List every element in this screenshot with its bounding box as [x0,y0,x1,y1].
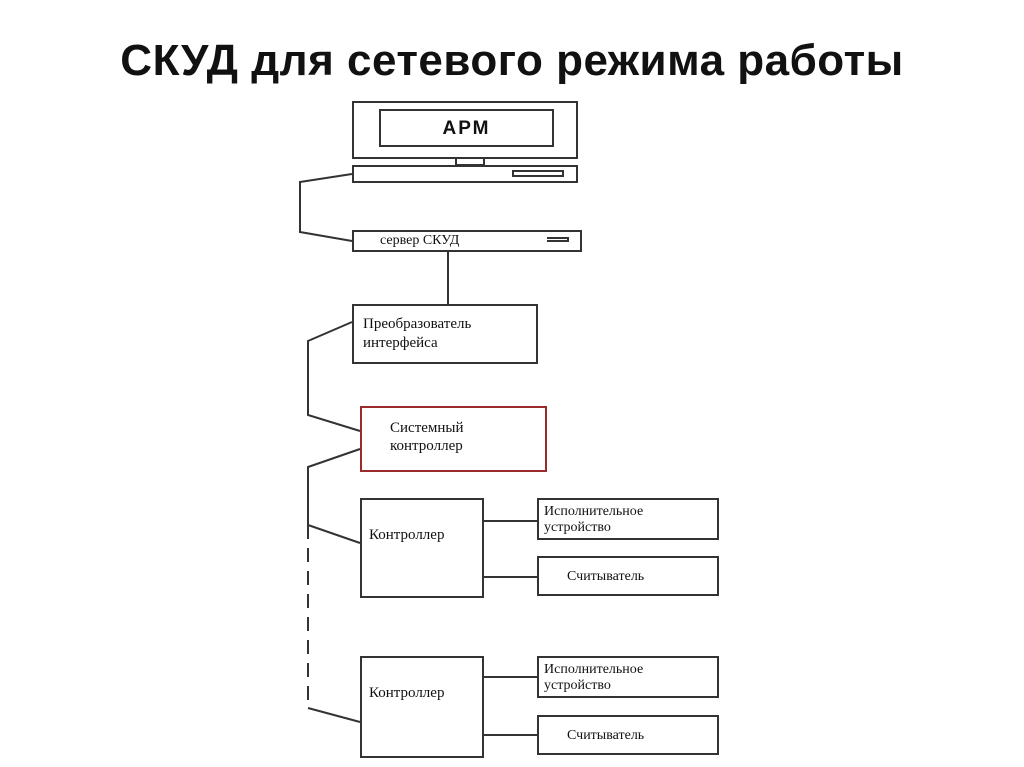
actuator-label-line2: устройство [544,678,611,693]
server-box: сервер СКУД [352,230,582,252]
server-slot [547,237,569,242]
actuator-box: Исполнительное устройство [537,498,719,540]
system-controller-box: Системный контроллер [360,406,547,472]
actuator-label-line1: Исполнительное [544,504,644,519]
actuator-box: Исполнительное устройство [537,656,719,698]
link-converter-syscontroller [307,321,361,432]
converter-label-line2: интерфейса [363,335,438,351]
system-controller-label-line2: контроллер [390,438,463,454]
bus-to-controller2 [307,707,361,723]
server-label: сервер СКУД [380,233,460,248]
controller-box: Контроллер [360,656,484,758]
slide-title: СКУД для сетевого режима работы [120,36,904,85]
reader-box: Считыватель [537,715,719,755]
link-workstation-server [299,173,353,242]
reader-box: Считыватель [537,556,719,596]
controller-box: Контроллер [360,498,484,598]
reader-label: Считыватель [567,728,645,743]
controller-label: Контроллер [369,527,445,543]
monitor-screen: АРМ [379,109,554,147]
system-controller-label-line1: Системный [390,420,464,436]
controller-label: Контроллер [369,685,445,701]
converter-box: Преобразователь интерфейса [352,304,538,364]
actuator-label-line2: устройство [544,520,611,535]
drive-slot [512,170,564,177]
reader-label: Считыватель [567,569,645,584]
workstation-base-unit [352,165,578,183]
bus-syscontroller-controller1 [307,448,361,544]
workstation-monitor: АРМ [352,101,578,159]
actuator-label-line1: Исполнительное [544,662,644,677]
converter-label-line1: Преобразователь [363,316,472,332]
workstation-label: АРМ [442,118,491,139]
